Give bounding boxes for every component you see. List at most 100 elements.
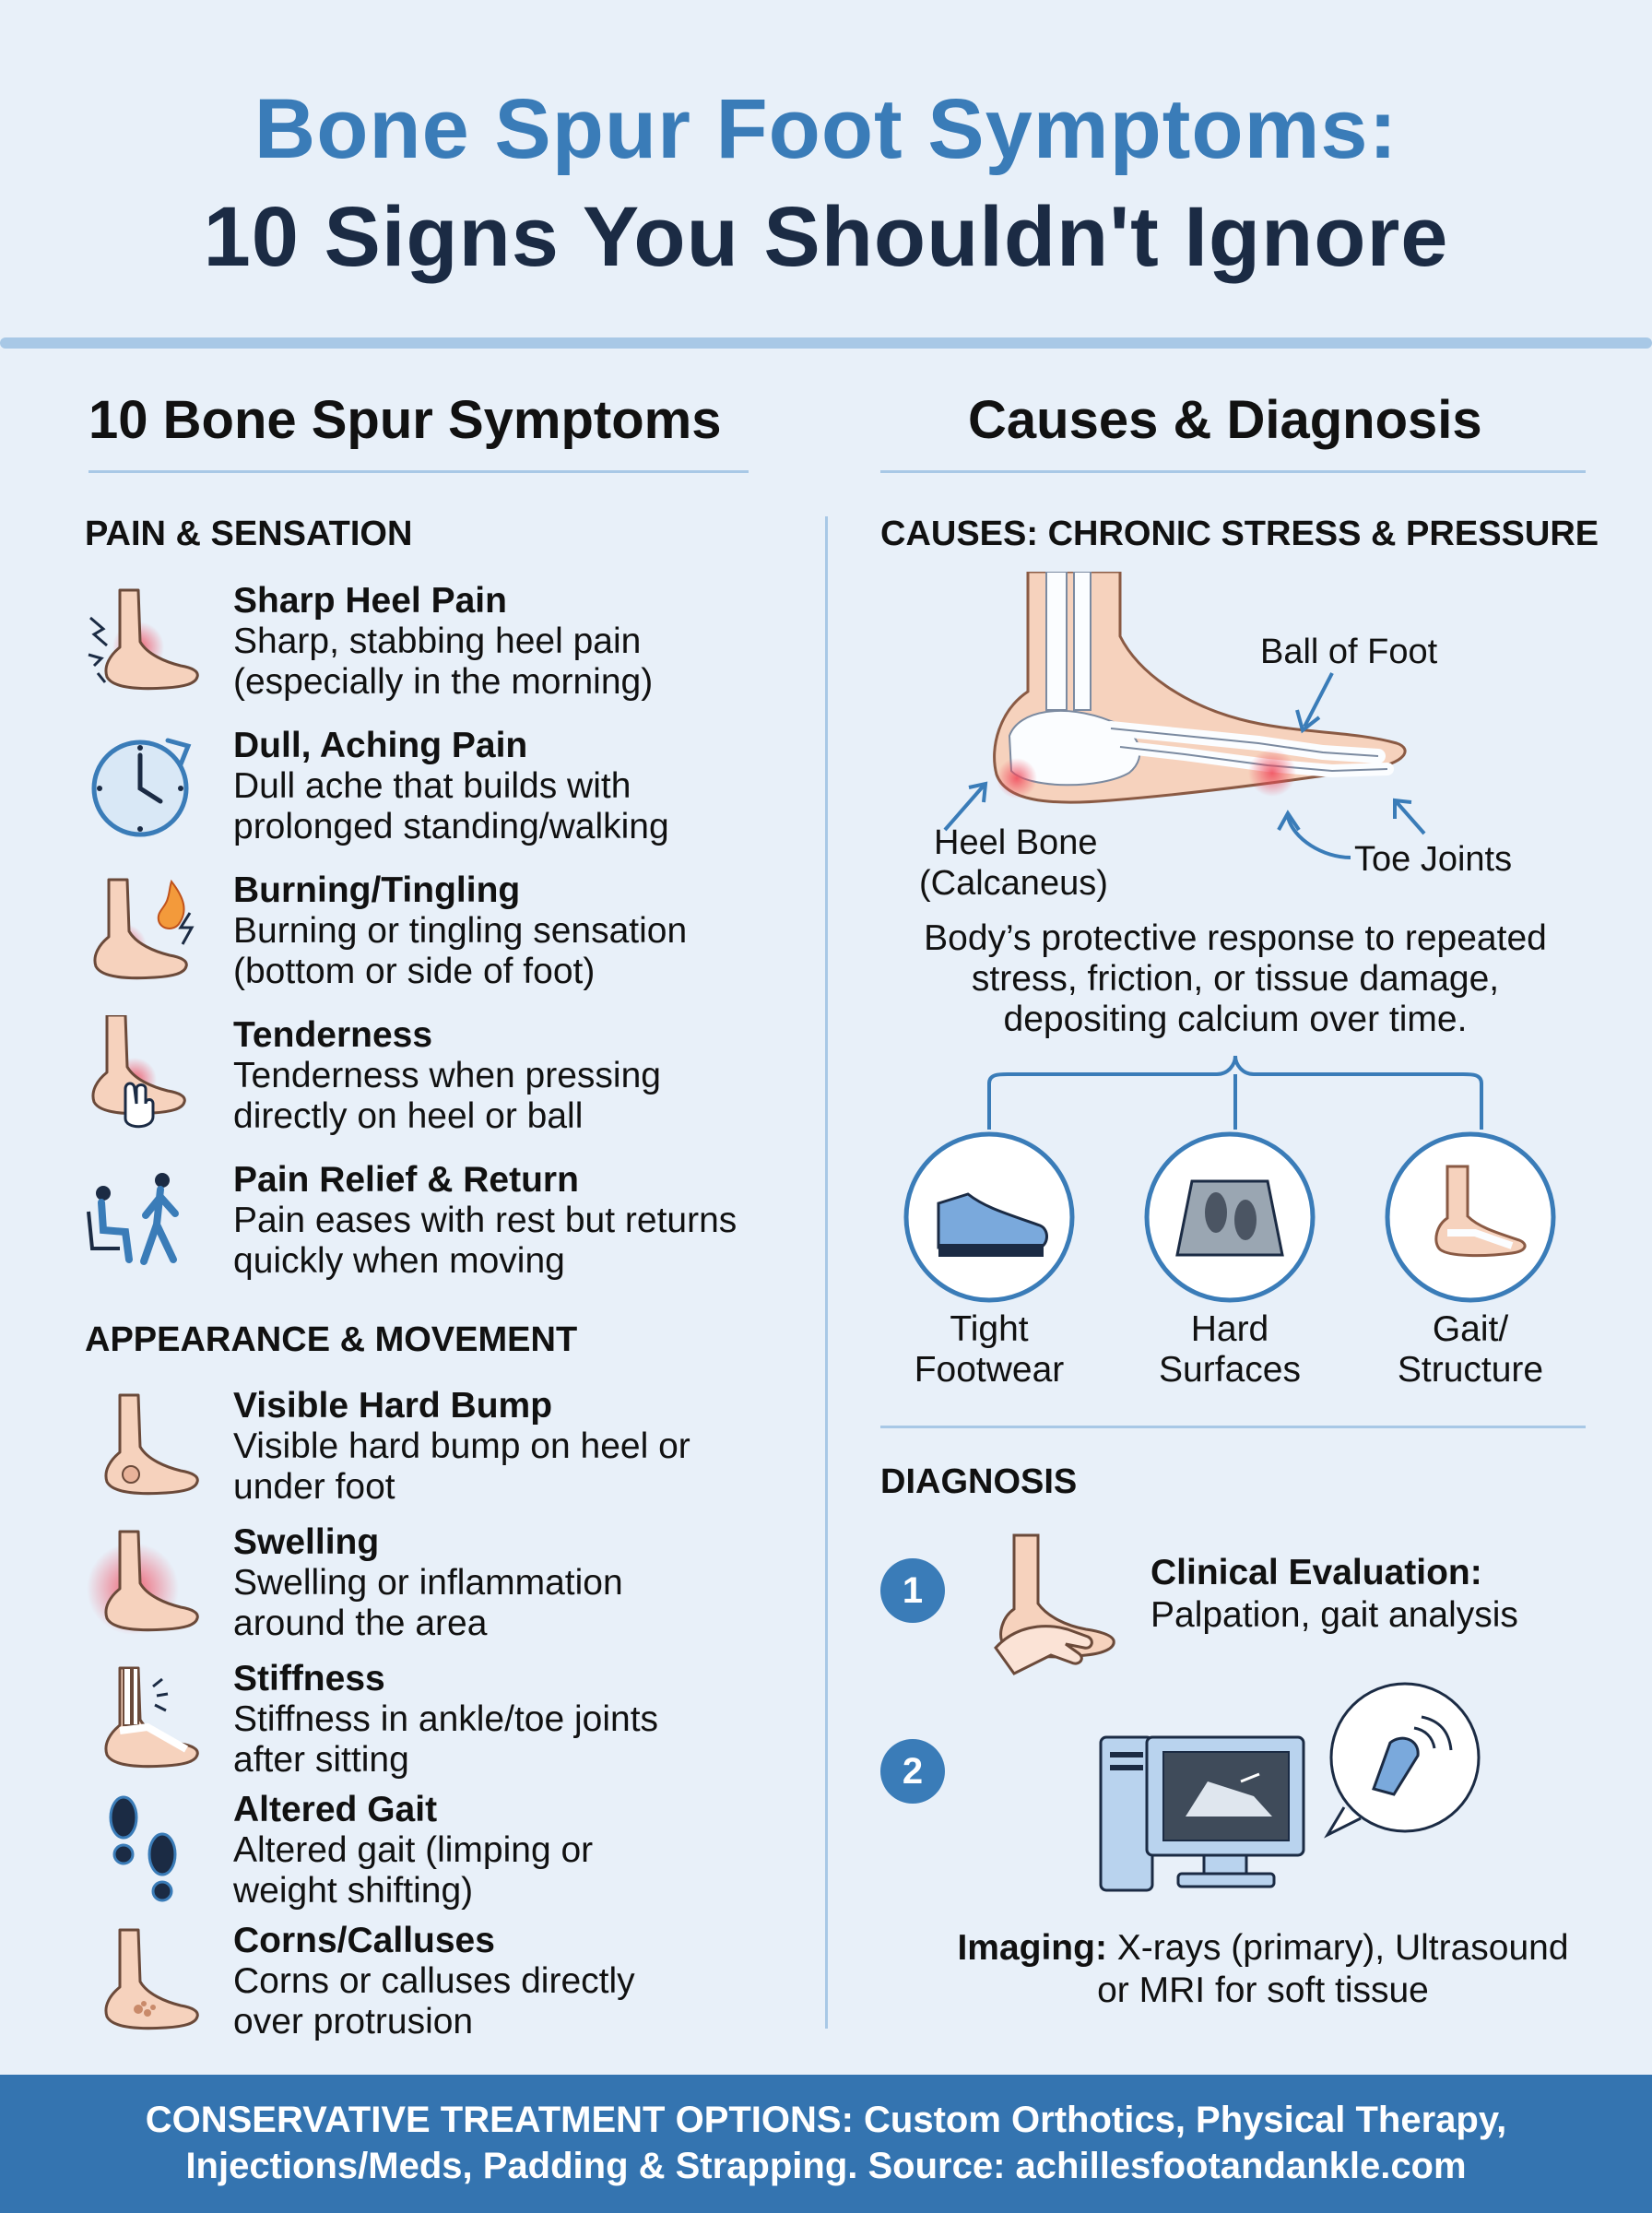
symptom-desc-line2: (bottom or side of foot) (233, 952, 596, 991)
column-divider (825, 516, 828, 2029)
diagram-label-calcaneus: (Calcaneus) (919, 864, 1108, 903)
diagnosis-divider (880, 1426, 1586, 1428)
symptom-title: Altered Gait (233, 1790, 438, 1829)
page-title-line1: Bone Spur Foot Symptoms: (254, 82, 1398, 176)
causes-description-line3: depositing calcium over time. (1003, 1000, 1468, 1039)
symptom-pain-relief-return: Pain Relief & Return Pain eases with res… (74, 1160, 793, 1281)
symptom-dull-aching-pain: Dull, Aching Pain Dull ache that builds … (74, 726, 793, 846)
clock-icon (83, 726, 203, 846)
symptom-burning-tingling: Burning/Tingling Burning or tingling sen… (74, 870, 793, 991)
symptom-altered-gait: Altered Gait Altered gait (limping or we… (74, 1790, 793, 1911)
header: Bone Spur Foot Symptoms: 10 Signs You Sh… (0, 0, 1652, 339)
symptom-sharp-heel-pain: Sharp Heel Pain Sharp, stabbing heel pai… (74, 581, 793, 702)
symptom-desc-line2: directly on heel or ball (233, 1096, 584, 1136)
symptom-desc-line2: under foot (233, 1467, 395, 1507)
diagram-label-heel-bone: Heel Bone (934, 823, 1098, 862)
symptom-title: Burning/Tingling (233, 870, 521, 910)
palpation-hand-icon (977, 1526, 1134, 1683)
symptom-title: Stiffness (233, 1659, 385, 1698)
cause-label-line1: Tight (950, 1309, 1029, 1349)
symptom-desc-line1: Dull ache that builds with (233, 766, 631, 806)
symptom-swelling: Swelling Swelling or inflammation around… (74, 1522, 793, 1643)
symptom-desc-line2: (especially in the morning) (233, 662, 654, 702)
symptom-corns-calluses: Corns/Calluses Corns or calluses directl… (74, 1921, 793, 2041)
symptom-desc-line2: around the area (233, 1604, 488, 1643)
foot-skeleton-diagram (908, 570, 1553, 913)
page-title-line2: 10 Signs You Shouldn't Ignore (203, 190, 1449, 284)
cause-label-line1: Hard (1190, 1309, 1269, 1349)
symptoms-title-rule (88, 470, 749, 473)
cause-label-line2: Structure (1397, 1350, 1544, 1390)
step-1-text: Clinical Evaluation: Palpation, gait ana… (1150, 1552, 1518, 1637)
cause-hard-surfaces (1142, 1130, 1317, 1305)
footprints-icon (83, 1790, 203, 1910)
causes-column-title: Causes & Diagnosis (968, 390, 1482, 450)
symptom-desc-line2: quickly when moving (233, 1241, 565, 1281)
causes-description-line2: stress, friction, or tissue damage, (971, 959, 1500, 999)
section-label-causes: CAUSES: CHRONIC STRESS & PRESSURE (880, 515, 1599, 553)
section-label-pain-sensation: PAIN & SENSATION (85, 515, 413, 553)
step-number-1: 1 (880, 1558, 945, 1623)
burning-foot-icon (83, 870, 203, 990)
symptom-title: Visible Hard Bump (233, 1386, 553, 1426)
symptom-desc-line1: Corns or calluses directly (233, 1961, 635, 2001)
cause-branch-connector (885, 1055, 1586, 1176)
symptom-visible-hard-bump: Visible Hard Bump Visible hard bump on h… (74, 1386, 793, 1507)
diagram-label-toe-joints: Toe Joints (1354, 840, 1513, 879)
foot-skeleton-icon (1385, 1131, 1556, 1303)
footer-banner: CONSERVATIVE TREATMENT OPTIONS: Custom O… (0, 2075, 1652, 2213)
symptom-desc-line1: Altered gait (limping or (233, 1830, 594, 1870)
section-label-appearance-movement: APPEARANCE & MOVEMENT (85, 1320, 578, 1359)
step-1-title: Clinical Evaluation: (1150, 1553, 1482, 1592)
symptom-desc-line2: after sitting (233, 1740, 409, 1780)
pressing-finger-icon (83, 1015, 203, 1135)
symptom-desc-line1: Sharp, stabbing heel pain (233, 621, 642, 661)
swollen-foot-icon (83, 1522, 203, 1642)
symptom-desc-line2: prolonged standing/walking (233, 807, 669, 846)
cause-label-tight-footwear: Tight Footwear (879, 1309, 1100, 1391)
symptom-desc-line1: Burning or tingling sensation (233, 911, 688, 951)
symptoms-column-title: 10 Bone Spur Symptoms (88, 390, 722, 450)
shoe-icon (903, 1131, 1075, 1303)
sit-walk-icon (83, 1160, 203, 1280)
step-number-2: 2 (880, 1739, 945, 1804)
cause-label-line1: Gait/ (1432, 1309, 1509, 1349)
step-1-detail: Palpation, gait analysis (1150, 1595, 1518, 1635)
section-label-diagnosis: DIAGNOSIS (880, 1462, 1078, 1501)
footer-text: CONSERVATIVE TREATMENT OPTIONS: Custom O… (0, 2097, 1652, 2189)
symptom-tenderness: Tenderness Tenderness when pressing dire… (74, 1015, 793, 1136)
stiff-joint-icon (83, 1659, 203, 1779)
imaging-monitor-icon (1097, 1678, 1484, 1899)
step-2-title: Imaging: (957, 1928, 1107, 1968)
callus-foot-icon (83, 1921, 203, 2041)
footer-line2: Injections/Meds, Padding & Strapping. So… (185, 2146, 1467, 2186)
symptom-title: Swelling (233, 1522, 380, 1562)
symptom-desc-line1: Visible hard bump on heel or (233, 1426, 690, 1466)
step-2-detail: X-rays (primary), Ultrasound (1106, 1928, 1569, 1968)
symptom-desc-line1: Pain eases with rest but returns (233, 1201, 738, 1240)
cause-label-line2: Footwear (914, 1350, 1065, 1390)
cause-gait-structure (1383, 1130, 1558, 1305)
symptom-desc-line1: Swelling or inflammation (233, 1563, 623, 1603)
header-divider (0, 337, 1652, 349)
symptom-stiffness: Stiffness Stiffness in ankle/toe joints … (74, 1659, 793, 1780)
cause-label-line2: Surfaces (1159, 1350, 1301, 1390)
causes-title-rule (880, 470, 1586, 473)
symptom-desc-line1: Stiffness in ankle/toe joints (233, 1699, 659, 1739)
symptom-title: Pain Relief & Return (233, 1160, 579, 1200)
step-2-detail-line2: or MRI for soft tissue (1097, 1970, 1429, 2010)
footprint-surface-icon (1144, 1131, 1316, 1303)
symptom-desc-line2: over protrusion (233, 2002, 474, 2041)
diagram-label-ball-of-foot: Ball of Foot (1260, 633, 1438, 671)
cause-label-hard-surfaces: Hard Surfaces (1119, 1309, 1340, 1391)
bump-foot-icon (83, 1386, 203, 1506)
heel-pain-icon (83, 581, 203, 701)
symptom-title: Tenderness (233, 1015, 433, 1055)
cause-tight-footwear (902, 1130, 1077, 1305)
symptom-desc-line2: weight shifting) (233, 1871, 474, 1911)
step-2-text: Imaging: X-rays (primary), Ultrasound or… (931, 1927, 1595, 2012)
symptom-title: Corns/Calluses (233, 1921, 495, 1960)
causes-description: Body’s protective response to repeated s… (876, 918, 1595, 1040)
causes-description-line1: Body’s protective response to repeated (924, 918, 1547, 958)
symptom-title: Sharp Heel Pain (233, 581, 507, 621)
